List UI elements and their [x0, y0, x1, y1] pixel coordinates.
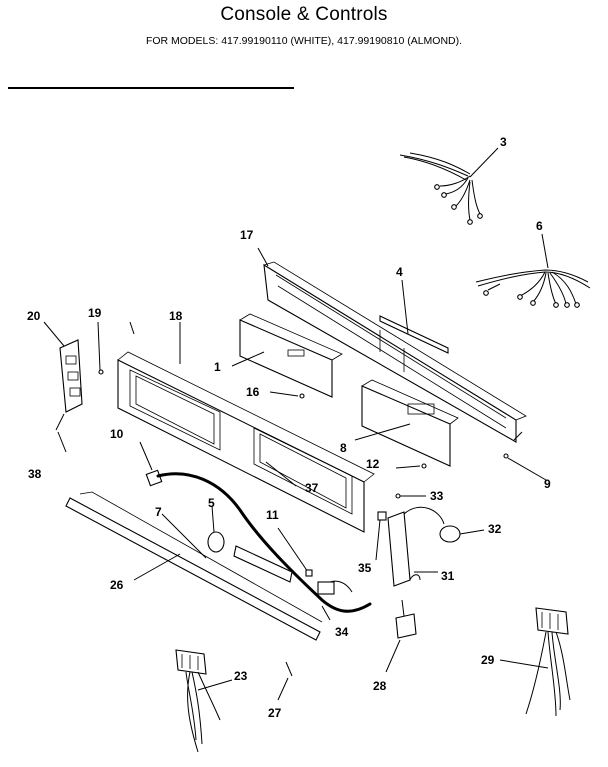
callout-1: 1 — [214, 360, 221, 374]
part-23-connector-harness — [175, 649, 233, 753]
title-rule — [8, 87, 294, 89]
part-29-connector-harness — [499, 607, 571, 717]
callout-32: 32 — [488, 522, 502, 536]
callout-26: 26 — [110, 578, 124, 592]
part-7-lamp — [161, 513, 293, 583]
part-10-34-wire-harness — [139, 441, 372, 621]
part-1-control-module — [231, 313, 343, 398]
part-37-fastener — [265, 461, 297, 487]
callout-18: 18 — [169, 309, 183, 323]
part-28-connector — [385, 599, 417, 673]
callout-4: 4 — [396, 265, 403, 279]
callout-20: 20 — [27, 309, 41, 323]
callout-23: 23 — [234, 669, 248, 683]
callout-11: 11 — [266, 508, 279, 522]
page-title: Console & Controls — [220, 4, 388, 25]
part-32-sensor — [403, 506, 485, 543]
part-18-front-console — [117, 322, 375, 533]
callout-10: 10 — [110, 427, 124, 441]
callout-37: 37 — [305, 481, 319, 495]
callout-labels: 3 17 4 6 20 19 18 1 16 38 10 8 12 9 37 3… — [27, 135, 551, 720]
callout-5: 5 — [208, 496, 215, 510]
callout-6: 6 — [536, 219, 543, 233]
callout-3: 3 — [500, 135, 507, 149]
part-17-rear-panel — [257, 247, 527, 443]
part-3-wire-harness — [399, 147, 499, 225]
models-subtitle: FOR MODELS: 417.99190110 (WHITE), 417.99… — [145, 35, 463, 47]
callout-16: 16 — [246, 385, 260, 399]
callout-12: 12 — [366, 457, 380, 471]
callout-38: 38 — [28, 467, 42, 481]
callout-35: 35 — [358, 561, 372, 575]
part-8-control-module — [354, 379, 459, 467]
part-6-wire-harness — [475, 233, 591, 308]
callout-17: 17 — [240, 228, 254, 242]
part-4-trim-strip — [379, 279, 449, 354]
callout-28: 28 — [373, 679, 387, 693]
part-20-side-bracket — [43, 321, 83, 413]
part-11-fastener — [277, 527, 313, 577]
screw-parts — [55, 321, 547, 701]
callout-9: 9 — [544, 477, 551, 491]
callout-33: 33 — [430, 489, 444, 503]
part-31-switch-bracket — [375, 511, 438, 587]
callout-27: 27 — [268, 706, 282, 720]
part-5-knob — [207, 505, 225, 553]
callout-31: 31 — [441, 569, 455, 583]
part-26-base-rail — [65, 491, 323, 641]
callout-7: 7 — [155, 505, 162, 519]
callout-29: 29 — [481, 653, 495, 667]
callout-8: 8 — [340, 441, 347, 455]
callout-34: 34 — [335, 625, 349, 639]
callout-19: 19 — [88, 306, 102, 320]
